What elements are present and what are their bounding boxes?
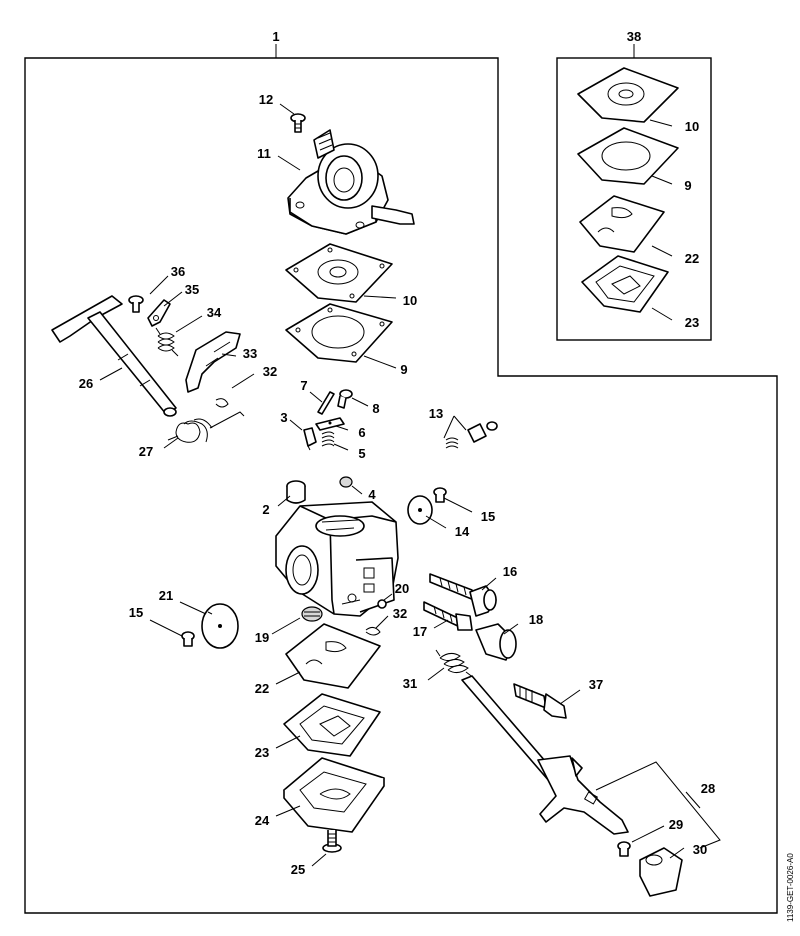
label-6: 6 [358, 425, 365, 440]
end-cover-24-part [283, 757, 385, 833]
needle-3-part [303, 427, 317, 451]
label-33: 33 [243, 346, 257, 361]
gasket-23-part [283, 693, 381, 757]
return-spring-27-part [167, 411, 245, 443]
label-frame-38: 38 [627, 29, 641, 44]
label-15: 15 [481, 509, 495, 524]
fixed-jet-13-part [445, 421, 498, 449]
label-19: 19 [255, 630, 269, 645]
label-25: 25 [291, 862, 305, 877]
label-9: 9 [400, 362, 407, 377]
assembly-frame-1 [24, 57, 778, 914]
kit-gasket-9-part [577, 127, 679, 185]
screw-12-part [290, 113, 306, 133]
label-11: 11 [257, 146, 271, 161]
label-26: 26 [79, 376, 93, 391]
label-34: 34 [207, 305, 222, 320]
label-14: 14 [455, 524, 470, 539]
kit-gasket-23-part [581, 255, 669, 313]
label-27: 27 [139, 444, 153, 459]
label-8: 8 [372, 401, 379, 416]
lever-6-part [315, 417, 345, 431]
limiter-cap-18-part [475, 623, 517, 661]
label-kit-22: 22 [685, 251, 699, 266]
label-32: 32 [263, 364, 277, 379]
label-5: 5 [358, 446, 365, 461]
screw-15b-part [181, 631, 195, 647]
drawing-reference: 1139-GET-0026-A0 [786, 853, 795, 922]
screw-25-part [322, 830, 342, 853]
cover-21-part [201, 603, 239, 649]
screw-29-part [617, 841, 631, 857]
ball-20-part [377, 599, 387, 609]
strainer-19-part [301, 606, 323, 622]
label-32b: 32 [393, 606, 407, 621]
fitting-37-part [513, 683, 567, 719]
adjust-screw-16-part [429, 573, 475, 601]
label-31: 31 [403, 676, 417, 691]
spring-34-part [155, 327, 179, 357]
label-13: 13 [429, 406, 443, 421]
carburetor-body-part [275, 501, 399, 617]
label-20: 20 [395, 581, 409, 596]
kit-diaphragm-22-part [579, 195, 665, 253]
clip-32b-part [365, 626, 381, 636]
leader-lines [99, 103, 721, 867]
gasket-9-part [285, 303, 393, 363]
label-18: 18 [529, 612, 543, 627]
lever-33-part [185, 331, 241, 393]
spring-31-part [435, 649, 475, 679]
label-3: 3 [280, 410, 287, 425]
label-29: 29 [669, 817, 683, 832]
label-kit-10: 10 [685, 119, 699, 134]
throttle-shaft-26-part [51, 295, 177, 417]
knob-30-part [639, 847, 683, 897]
clip-32-part [215, 398, 229, 408]
label-15b: 15 [129, 605, 143, 620]
label-frame-1: 1 [272, 29, 279, 44]
choke-shaft-28-part [461, 675, 629, 835]
diaphragm-10-part [285, 243, 393, 303]
label-35: 35 [185, 282, 199, 297]
label-kit-9: 9 [684, 178, 691, 193]
screw-8-part [337, 389, 353, 409]
label-17: 17 [413, 624, 427, 639]
label-22: 22 [255, 681, 269, 696]
lever-35-part [147, 299, 171, 327]
pump-cover-part [287, 129, 415, 235]
pin-7-part [317, 391, 335, 415]
label-2: 2 [262, 502, 269, 517]
label-12: 12 [259, 92, 273, 107]
label-30: 30 [693, 842, 707, 857]
label-21: 21 [159, 588, 173, 603]
label-16: 16 [503, 564, 517, 579]
label-37: 37 [589, 677, 603, 692]
label-23: 23 [255, 745, 269, 760]
screw-36-part [128, 295, 144, 313]
label-28: 28 [701, 781, 715, 796]
label-10: 10 [403, 293, 417, 308]
disc-14-part [407, 495, 433, 525]
screw-15-part [433, 487, 447, 503]
label-24: 24 [255, 813, 270, 828]
label-4: 4 [368, 487, 376, 502]
cap-2-part [286, 480, 306, 504]
label-kit-23: 23 [685, 315, 699, 330]
spring-5-part [321, 431, 335, 447]
limiter-cap-16-part [469, 585, 497, 617]
adjust-screw-17-part [423, 601, 473, 631]
label-36: 36 [171, 264, 185, 279]
diaphragm-22-part [285, 623, 381, 689]
screen-4-part [339, 476, 353, 488]
label-7: 7 [300, 378, 307, 393]
kit-diaphragm-10-part [577, 67, 679, 123]
